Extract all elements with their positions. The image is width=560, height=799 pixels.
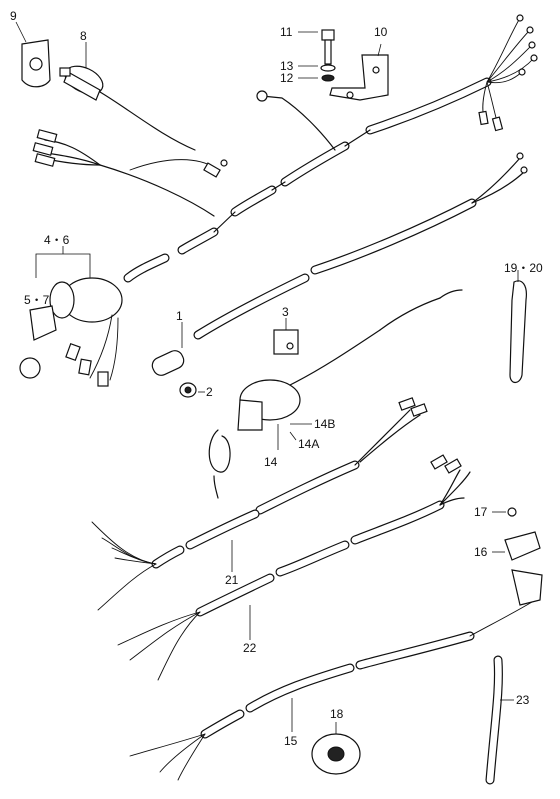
part-23-spiral-tube xyxy=(485,655,514,785)
part-14-stop-switch xyxy=(208,289,463,499)
callout-1: 1 xyxy=(176,309,183,323)
part-9-bracket xyxy=(15,21,51,88)
part-8-solenoid xyxy=(59,42,196,151)
callout-labels: 9 8 11 10 13 12 4・6 5・7 19・20 1 3 2 14B … xyxy=(10,9,543,748)
parts-10-13-bracket-bolt xyxy=(298,29,389,101)
callout-3: 3 xyxy=(282,305,289,319)
part-1-capacitor xyxy=(151,322,185,376)
part-22-wiring-harness xyxy=(117,454,471,681)
callout-16: 16 xyxy=(474,545,488,559)
callout-19-20: 19・20 xyxy=(504,261,543,275)
part-15-wiring-harness xyxy=(129,601,533,781)
callout-23: 23 xyxy=(516,693,530,707)
callout-13: 13 xyxy=(280,59,294,73)
callout-4-6: 4・6 xyxy=(44,233,70,247)
callout-17: 17 xyxy=(474,505,488,519)
callout-22: 22 xyxy=(243,641,257,655)
parts-16-17-switch xyxy=(492,507,543,606)
part-2-grommet xyxy=(179,382,205,398)
main-wiring-harness xyxy=(32,14,538,340)
callout-11: 11 xyxy=(280,25,293,39)
callout-8: 8 xyxy=(80,29,87,43)
parts-4-7-ignition-switch xyxy=(19,246,123,387)
part-21-wiring-harness xyxy=(91,397,428,611)
part-3-label xyxy=(273,318,299,355)
callout-5-7: 5・7 xyxy=(24,293,50,307)
callout-15: 15 xyxy=(284,734,298,748)
callout-10: 10 xyxy=(374,25,388,39)
callout-18: 18 xyxy=(330,707,344,721)
callout-12: 12 xyxy=(280,71,294,85)
callout-14A: 14A xyxy=(298,437,319,451)
callout-9: 9 xyxy=(10,9,17,23)
callout-14: 14 xyxy=(264,455,278,469)
part-18-grommet xyxy=(311,722,361,775)
parts-19-20-clamp xyxy=(509,270,527,384)
callout-21: 21 xyxy=(225,573,239,587)
callout-2: 2 xyxy=(206,385,213,399)
callout-14B: 14B xyxy=(314,417,335,431)
